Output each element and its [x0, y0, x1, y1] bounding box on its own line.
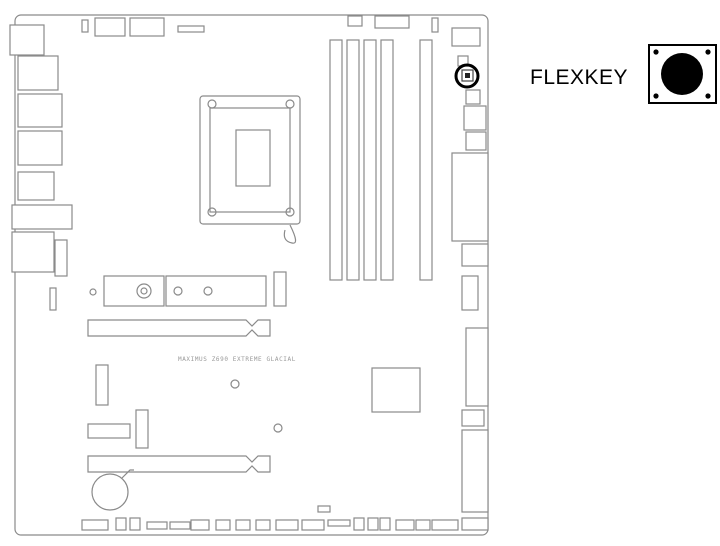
board-model-text: MAXIMUS Z690 EXTREME GLACIAL	[178, 356, 296, 363]
cpu-socket	[199, 95, 301, 244]
cmos-battery	[91, 469, 134, 511]
flexkey-button-location[interactable]	[454, 63, 480, 89]
board-outline	[14, 14, 489, 536]
top-connectors	[81, 15, 481, 47]
rear-io	[9, 24, 73, 311]
pcie-slots	[87, 319, 271, 473]
right-connectors	[451, 55, 489, 513]
dimm-slots	[329, 39, 433, 281]
m2-slots	[87, 271, 287, 449]
chipset-heatsink	[371, 367, 421, 413]
push-button-icon	[648, 44, 717, 104]
flexkey-label: FLEXKEY	[530, 66, 629, 89]
bottom-headers	[81, 505, 489, 531]
